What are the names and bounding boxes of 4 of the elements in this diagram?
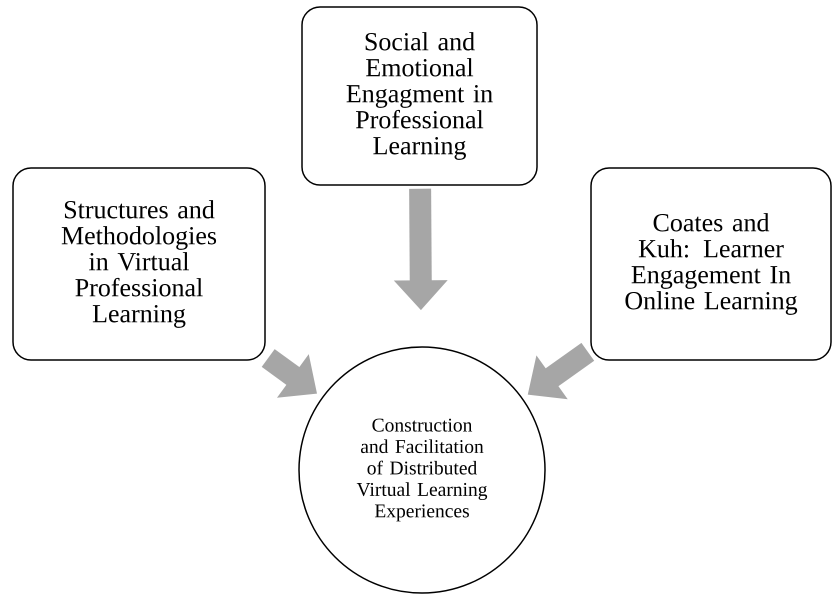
rounded-box: Coates and Kuh: Learner Engagement In Online Learning [590,167,832,361]
circle-node: Construction and Facilitation of Distributed Virtual Learning Experiences [298,346,546,594]
rounded-box: Structures and Methodologies in Virtual Professional Learning [12,167,266,361]
rounded-box: Social and Emotional Engagment in Professional Learning [301,6,538,186]
